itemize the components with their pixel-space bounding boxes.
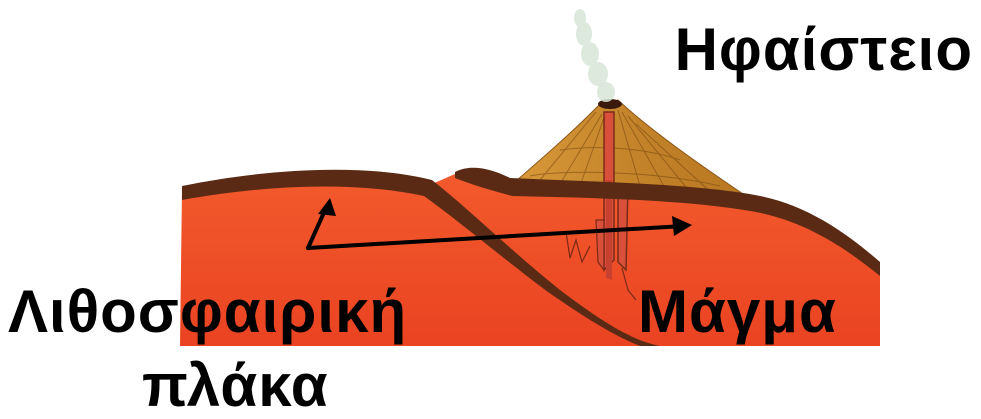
- smoke-plume: [574, 9, 615, 102]
- volcano-label: Ηφαίστειο: [675, 20, 973, 80]
- magma-label: Μάγμα: [638, 282, 837, 342]
- plate-label-line1: Λιθοσφαιρική: [8, 282, 407, 342]
- plate-label-line2: πλάκα: [142, 356, 329, 416]
